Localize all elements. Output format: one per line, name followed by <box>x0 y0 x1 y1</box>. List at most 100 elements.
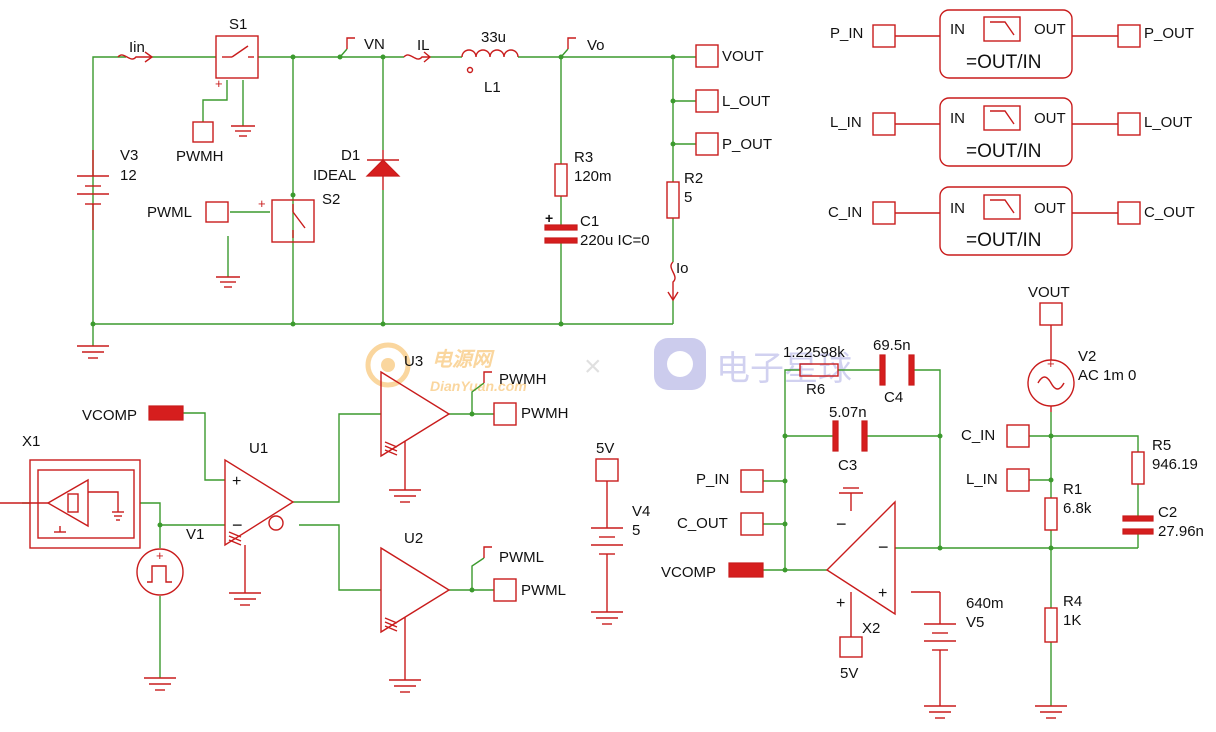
math-block-1-out-label: OUT <box>1034 21 1066 38</box>
buffer-u3: U3 <box>380 353 451 490</box>
svg-text:+: + <box>215 76 223 91</box>
capacitor-c4: 69.5n C4 <box>873 337 915 406</box>
resistor-r6-value: 1.22598k <box>783 344 845 361</box>
battery-v3-value: 12 <box>120 167 137 184</box>
battery-v3-name: V3 <box>120 147 138 164</box>
watermark: 电源网 DianYuan.com × 电子星球 <box>365 338 852 394</box>
math-block-2-formula: =OUT/IN <box>966 141 1041 162</box>
dianyuan-logo: 电源网 DianYuan.com <box>365 342 527 394</box>
port-c-out-left <box>740 512 764 536</box>
capacitor-c2: C2 27.96n <box>1122 504 1204 540</box>
battery-v4: 5V V4 5 <box>591 440 650 612</box>
probe-label-pwml: PWML <box>499 549 544 566</box>
diode-d1-name: D1 <box>341 147 360 164</box>
resistor-r5: R5 946.19 <box>1131 437 1198 485</box>
svg-text:+: + <box>156 548 164 563</box>
probe-label-vn: VN <box>364 36 385 53</box>
resistor-r6: 1.22598k R6 <box>783 344 845 398</box>
probe-label-pwmh: PWMH <box>499 371 547 388</box>
opamp-x2-label: X2 <box>862 620 880 637</box>
capacitor-c4-name: C4 <box>884 389 903 406</box>
resistor-r1-value: 6.8k <box>1063 500 1092 517</box>
current-probe-io: Io <box>667 260 689 302</box>
resistor-r5-name: R5 <box>1152 437 1171 454</box>
math-block-1: P_IN IN OUT =OUT/IN P_OUT <box>830 9 1194 79</box>
voltage-probe-vo: Vo <box>567 37 605 54</box>
math-block-3-out-label: OUT <box>1034 200 1066 217</box>
math-block-1-in-port-label: P_IN <box>830 25 863 42</box>
svg-text:+: + <box>1047 356 1055 371</box>
capacitor-c4-value: 69.5n <box>873 337 911 354</box>
current-probe-il: IL <box>403 37 432 63</box>
ground-symbol <box>389 489 421 503</box>
math-block-1-formula: =OUT/IN <box>966 52 1041 73</box>
port-pwmh-output-label: PWMH <box>521 405 569 422</box>
port-vcomp-u1 <box>148 405 184 421</box>
ground-symbol <box>229 592 261 606</box>
resistor-r6-name: R6 <box>806 381 825 398</box>
buffer-u2-label: U2 <box>404 530 423 547</box>
battery-v3: V3 12 <box>77 147 138 230</box>
resistor-r4: R4 1K <box>1044 593 1082 643</box>
switch-s1: + S1 <box>215 16 259 91</box>
capacitor-c1-name: C1 <box>580 213 599 230</box>
port-pwml-output-label: PWML <box>521 582 566 599</box>
pulse-source-v1-label: V1 <box>186 526 204 543</box>
battery-v5-name: V5 <box>966 614 984 631</box>
port-l-in-right <box>1006 468 1030 492</box>
port-pwml-input <box>205 201 229 223</box>
switch-s2-label: S2 <box>322 191 340 208</box>
capacitor-c3-name: C3 <box>838 457 857 474</box>
port-p-in-left-label: P_IN <box>696 471 729 488</box>
buffer-u3-label: U3 <box>404 353 423 370</box>
math-block-3-in-port-label: C_IN <box>828 204 862 221</box>
switch-s2: + S2 <box>258 191 340 243</box>
port-5v-x2 <box>839 636 863 658</box>
math-block-2-out-port-label: L_OUT <box>1144 114 1192 131</box>
voltage-probe-pwmh: PWMH <box>483 371 547 388</box>
svg-text:+: + <box>232 473 241 490</box>
probe-label-vo: Vo <box>587 37 605 54</box>
port-c-in-right-label: C_IN <box>961 427 995 444</box>
svg-text:+: + <box>545 210 553 226</box>
port-pwmh-input-label: PWMH <box>176 148 224 165</box>
port-vout-label: VOUT <box>722 48 764 65</box>
switch-s1-label: S1 <box>229 16 247 33</box>
math-block-2-out-label: OUT <box>1034 110 1066 127</box>
resistor-r2: R2 5 <box>666 170 703 219</box>
power-stage-wires <box>92 48 696 346</box>
port-p-in-left <box>740 469 764 493</box>
port-c-out-left-label: C_OUT <box>677 515 728 532</box>
pwm-wires <box>22 382 494 678</box>
compensator-wires <box>763 369 1139 706</box>
watermark-logo1-cn: 电源网 <box>432 348 495 371</box>
current-probe-iin: Iin <box>117 39 154 63</box>
battery-v4-top-label: 5V <box>596 440 614 457</box>
opamp-x2: − + + − X2 <box>825 487 940 637</box>
resistor-r4-name: R4 <box>1063 593 1082 610</box>
port-vcomp-x2 <box>728 562 764 578</box>
svg-text:+: + <box>258 196 266 211</box>
ac-source-v2-value: AC 1m 0 <box>1078 367 1136 384</box>
watermark-separator: × <box>584 350 602 383</box>
svg-text:+: + <box>878 585 887 602</box>
ground-symbol <box>389 679 421 693</box>
math-block-3-formula: =OUT/IN <box>966 230 1041 251</box>
watermark-logo2-cn: 电子星球 <box>716 350 852 388</box>
resistor-r1-name: R1 <box>1063 481 1082 498</box>
capacitor-c3-value: 5.07n <box>829 404 867 421</box>
port-pwml-output <box>493 578 517 602</box>
port-5v-x2-label: 5V <box>840 665 858 682</box>
probe-label-io: Io <box>676 260 689 277</box>
diode-d1: D1 IDEAL <box>313 147 401 190</box>
resistor-r4-value: 1K <box>1063 612 1081 629</box>
ground-symbol <box>216 276 240 288</box>
math-block-3-out-port-label: C_OUT <box>1144 204 1195 221</box>
math-block-1-out-port-label: P_OUT <box>1144 25 1194 42</box>
resistor-r3-value: 120m <box>574 168 612 185</box>
buffer-u2: U2 <box>380 530 451 680</box>
port-p-out <box>695 132 719 156</box>
diode-d1-model: IDEAL <box>313 167 356 184</box>
battery-v4-name: V4 <box>632 503 650 520</box>
